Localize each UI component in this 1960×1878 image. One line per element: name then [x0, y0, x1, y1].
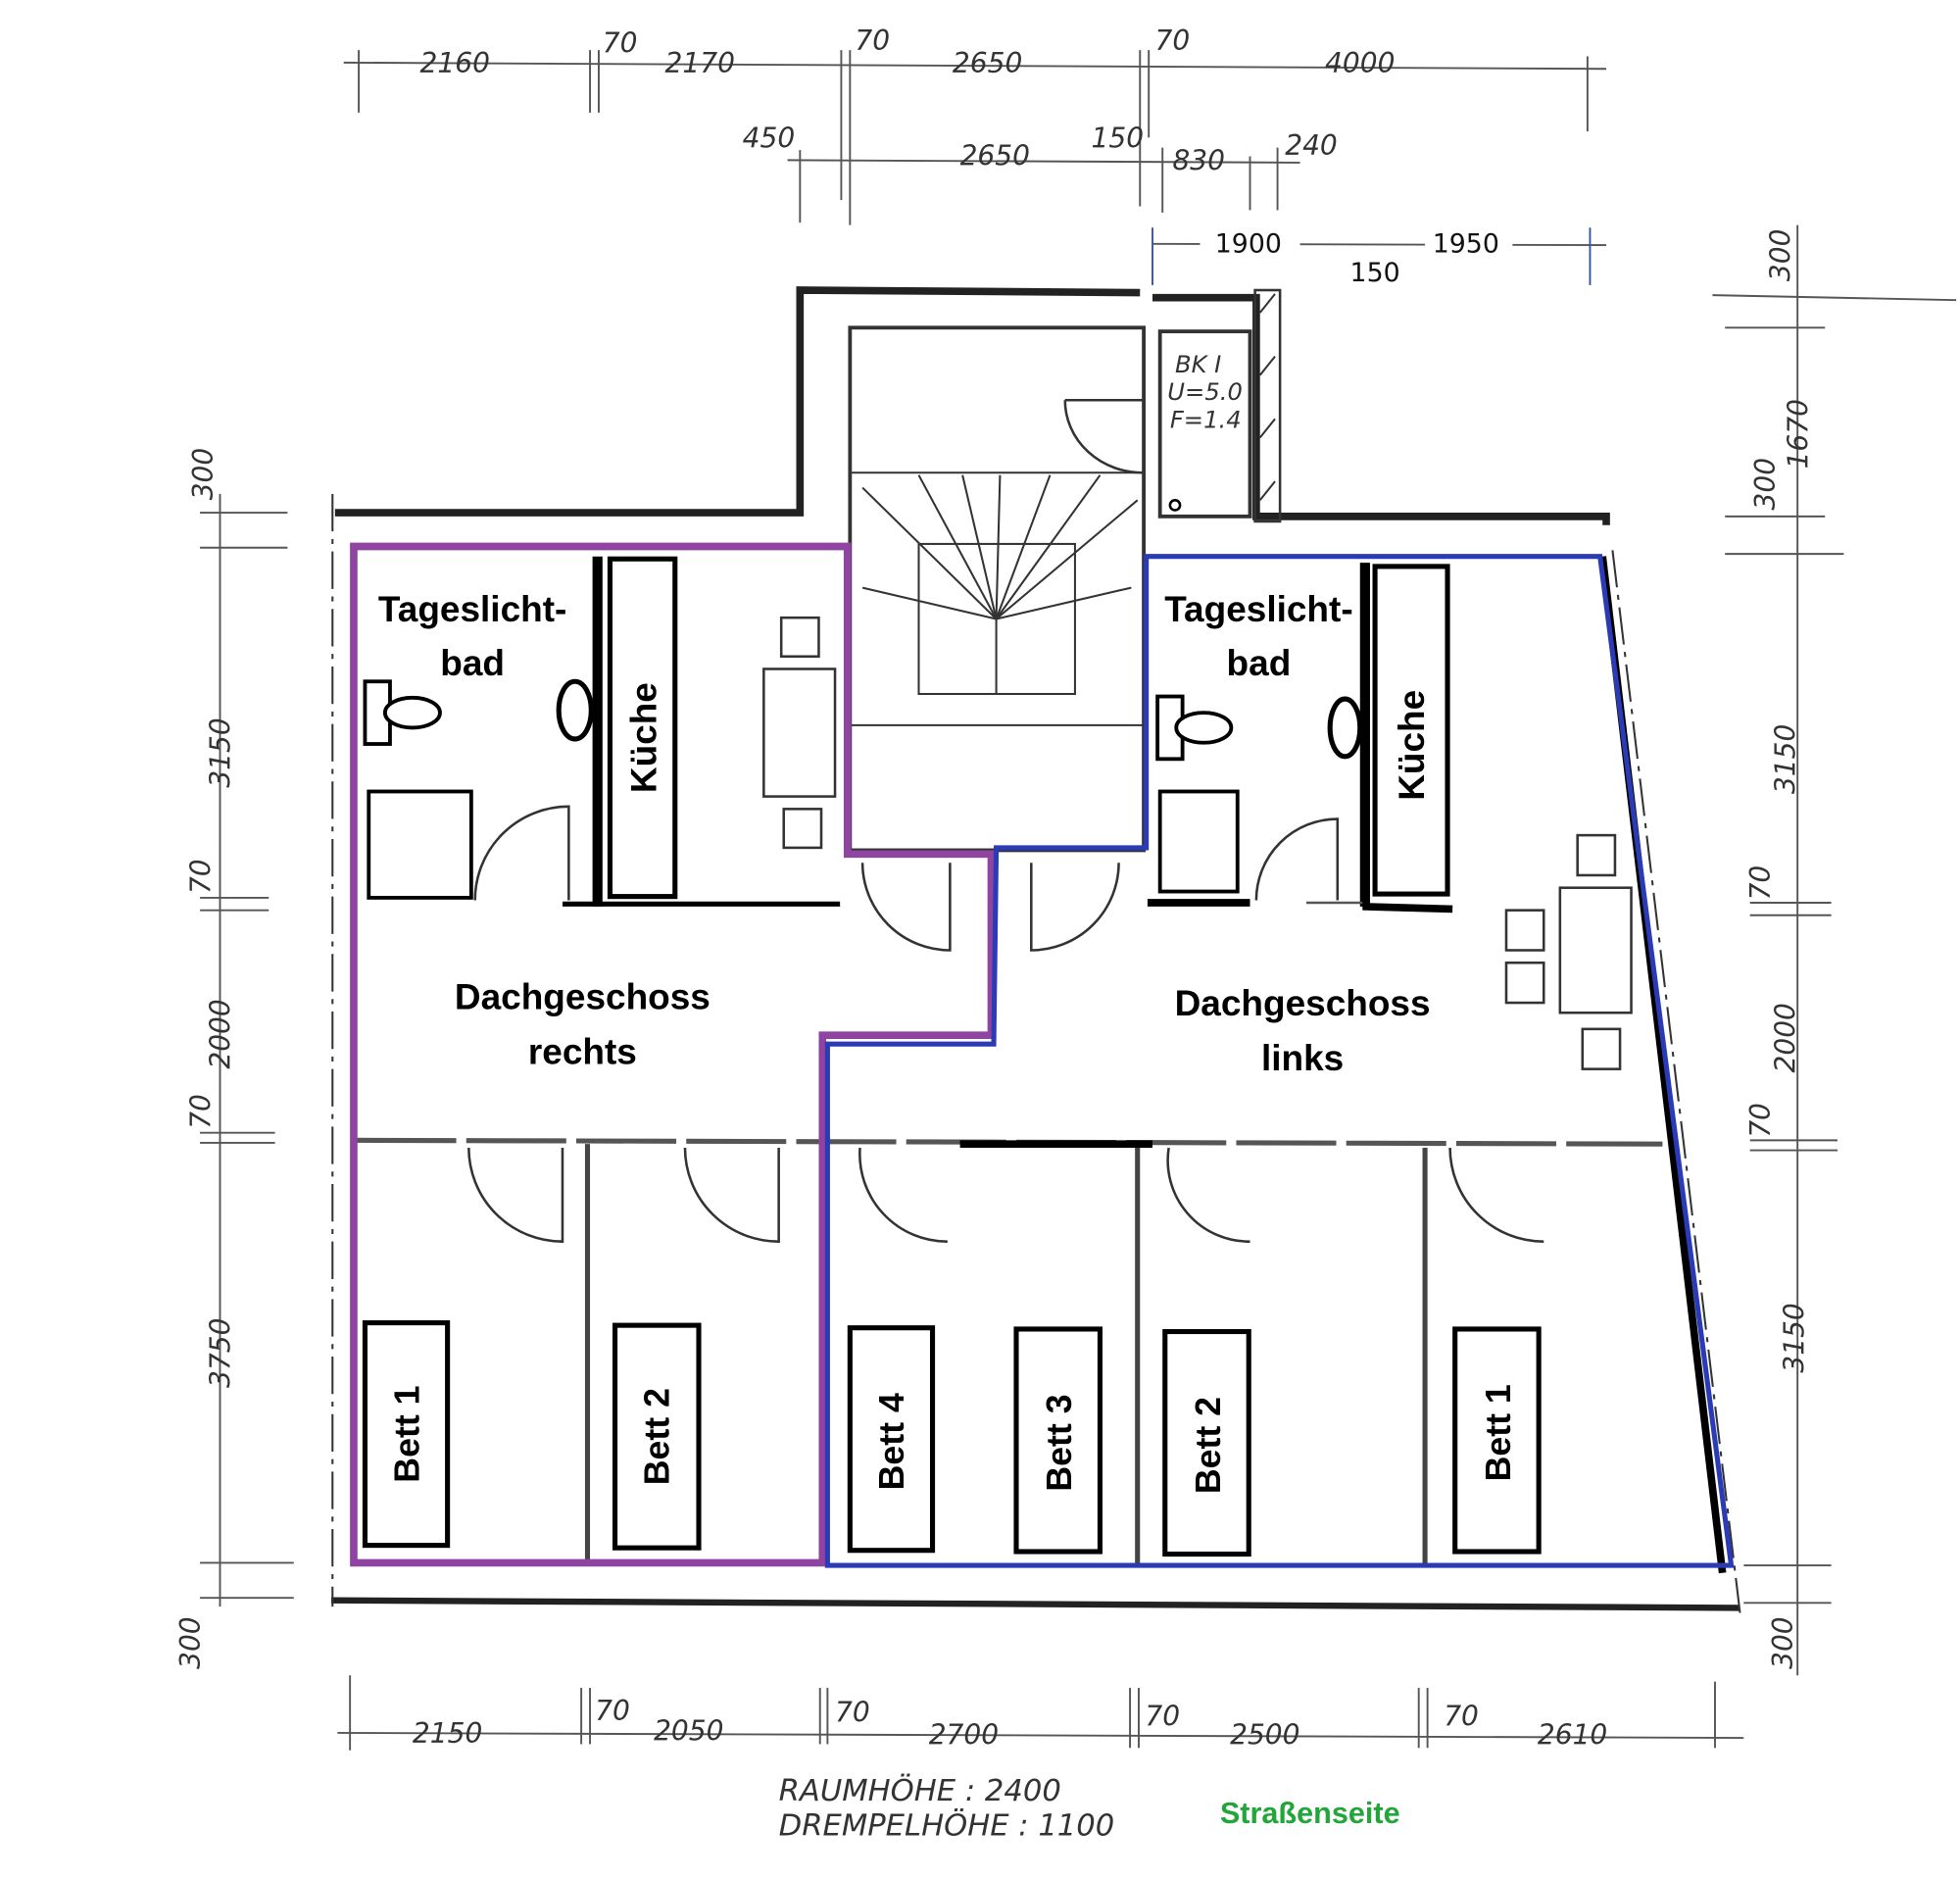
bed-right-2: Bett 2: [612, 1322, 702, 1551]
svg-text:300: 300: [1765, 229, 1797, 282]
svg-text:70: 70: [184, 859, 217, 894]
kitchen-right-label: Küche: [624, 682, 664, 793]
bath-left-label-2: bad: [1227, 643, 1292, 683]
svg-text:2700: 2700: [929, 1718, 999, 1751]
svg-text:70: 70: [1444, 1700, 1479, 1732]
bed-left-3: Bett 3: [1013, 1326, 1102, 1555]
svg-text:3150: 3150: [1779, 1303, 1811, 1372]
unit-right-name-1: Dachgeschoss: [455, 976, 710, 1016]
dim-top-1: 2160: [420, 47, 490, 79]
svg-text:70: 70: [184, 1094, 217, 1129]
svg-text:Bett 4: Bett 4: [872, 1393, 911, 1490]
svg-text:3150: 3150: [1770, 724, 1802, 794]
svg-text:300: 300: [1749, 458, 1782, 511]
svg-text:Bett 3: Bett 3: [1040, 1394, 1079, 1491]
svg-text:Bett 1: Bett 1: [387, 1386, 426, 1483]
dim-top-row3-2: 150: [1350, 258, 1400, 288]
bottom-dimensions: 2150 70 2050 70 2700 70 2500 70 2610: [337, 1675, 1744, 1751]
top-dimensions: 2160 70 2170 70 2650 70 4000 450 2650 15…: [343, 25, 1607, 288]
street-side-label: Straßenseite: [1220, 1797, 1400, 1830]
dim-top-5: 2650: [953, 47, 1022, 79]
kitchen-left: Küche: [1372, 564, 1450, 897]
svg-text:300: 300: [1767, 1616, 1799, 1669]
unit-left-name-2: links: [1261, 1038, 1344, 1078]
svg-text:3150: 3150: [205, 717, 237, 787]
left-dimensions: 300 3150 70 2000 70 3750 300: [174, 448, 294, 1669]
knee-wall-height-note: DREMPELHÖHE : 1100: [779, 1807, 1115, 1844]
kitchen-right: Küche: [607, 556, 678, 900]
dim-top-row3-1: 1900: [1215, 229, 1282, 260]
bed-left-2: Bett 2: [1162, 1328, 1251, 1557]
svg-text:3750: 3750: [205, 1318, 237, 1388]
dim-top-3: 2170: [665, 47, 735, 79]
kitchen-left-label: Küche: [1392, 690, 1432, 801]
svg-text:Bett 2: Bett 2: [1189, 1397, 1228, 1494]
dim-top-7: 4000: [1325, 47, 1395, 79]
svg-text:2150: 2150: [413, 1717, 482, 1750]
unit-left-name-1: Dachgeschoss: [1175, 983, 1431, 1023]
right-dimensions: 300 1670 300 3150 70 2000 70 3150 300: [1712, 224, 1957, 1676]
dim-top-6: 70: [1155, 25, 1191, 57]
dim-top-row2-3: 150: [1092, 123, 1145, 155]
bed-left-4: Bett 4: [847, 1325, 936, 1554]
svg-text:1670: 1670: [1782, 399, 1814, 469]
unit-left-outline[interactable]: [824, 554, 1735, 1568]
dim-top-4: 70: [855, 25, 890, 57]
dim-top-row2-4: 830: [1172, 145, 1225, 177]
svg-text:300: 300: [174, 1616, 207, 1669]
building-walls: BK I U=5.0 F=1.4: [330, 286, 1741, 1613]
svg-text:Bett 1: Bett 1: [1479, 1384, 1518, 1481]
svg-text:2500: 2500: [1230, 1718, 1299, 1751]
dim-top-row2-1: 450: [743, 123, 796, 155]
chimney-label: BK I: [1175, 351, 1221, 378]
unit-right-name-2: rechts: [528, 1032, 637, 1072]
svg-text:2050: 2050: [654, 1715, 723, 1748]
unit-right-outline[interactable]: [350, 542, 996, 1567]
svg-text:2000: 2000: [1770, 1003, 1802, 1072]
bath-right-label-2: bad: [440, 643, 505, 683]
bed-right-1: Bett 1: [362, 1320, 451, 1549]
bed-left-1: Bett 1: [1452, 1326, 1542, 1555]
svg-text:70: 70: [835, 1696, 870, 1728]
dim-top-row2-5: 240: [1285, 129, 1338, 162]
bath-left-label-1: Tageslicht-: [1164, 589, 1352, 629]
svg-text:2000: 2000: [205, 999, 237, 1068]
svg-text:70: 70: [1145, 1700, 1180, 1732]
dim-top-row2-2: 2650: [960, 139, 1030, 172]
svg-text:Bett 2: Bett 2: [637, 1388, 676, 1485]
room-height-note: RAUMHÖHE : 2400: [779, 1772, 1061, 1808]
svg-text:70: 70: [1744, 865, 1777, 901]
svg-text:2610: 2610: [1538, 1718, 1607, 1751]
dim-top-row3-3: 1950: [1433, 229, 1499, 260]
svg-text:300: 300: [187, 448, 220, 501]
bath-right-label-1: Tageslicht-: [378, 589, 566, 629]
dim-top-2: 70: [603, 27, 638, 60]
svg-text:70: 70: [595, 1695, 630, 1727]
svg-text:70: 70: [1744, 1103, 1777, 1138]
chimney-u-value: U=5.0: [1167, 378, 1243, 406]
chimney-f-value: F=1.4: [1170, 406, 1242, 433]
